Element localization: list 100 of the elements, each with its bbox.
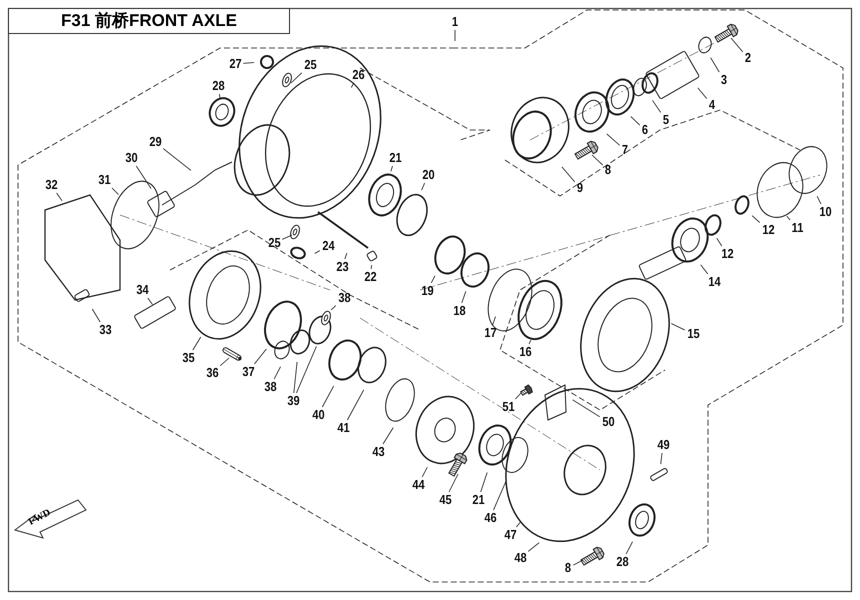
leader-line	[92, 308, 101, 322]
callout-number: 18	[452, 304, 466, 318]
callout-number: 28	[614, 555, 630, 569]
callout-number: 38	[336, 291, 352, 305]
bolt-drawing	[714, 24, 738, 43]
leader-line	[322, 386, 334, 408]
callout-number: 44	[410, 478, 426, 492]
callout-number: 50	[600, 415, 616, 429]
callout-number: 7	[620, 143, 630, 157]
callout-number: 8	[604, 163, 612, 177]
callout-number: 49	[656, 438, 670, 452]
leader-line	[350, 82, 354, 88]
callout-number: 17	[482, 326, 498, 340]
leader-line	[493, 480, 507, 510]
callout-number: 46	[482, 511, 498, 525]
callout-number: 19	[420, 284, 434, 298]
callout-number: 16	[518, 345, 532, 359]
callout-number: 43	[370, 445, 386, 459]
leader-line	[147, 298, 153, 305]
callout-number: 29	[148, 135, 162, 149]
leader-line	[296, 346, 317, 394]
washer-drawing	[321, 310, 331, 326]
callout-number: 5	[662, 113, 670, 127]
leader-line	[314, 250, 320, 254]
callout-number: 2	[744, 51, 752, 65]
leader-line	[242, 62, 255, 64]
leader-line	[220, 358, 230, 366]
leader-line	[430, 275, 436, 284]
callout-number: 8	[564, 561, 572, 575]
leader-line	[293, 362, 298, 394]
callout-number: 11	[790, 221, 804, 235]
direction-label: FWD	[26, 507, 53, 528]
callout-number: 12	[720, 247, 734, 261]
callout-number: 21	[470, 493, 486, 507]
callout-number: 21	[388, 151, 402, 165]
leader-line	[670, 323, 686, 330]
leader-line	[448, 474, 458, 492]
leader-line	[492, 316, 496, 326]
leader-line	[592, 154, 604, 166]
callout-number: 25	[302, 58, 318, 72]
callout-number: 6	[640, 123, 650, 137]
callout-number: 23	[334, 260, 350, 274]
leader-line	[660, 452, 662, 464]
leader-line	[290, 72, 302, 84]
leader-line	[700, 264, 708, 274]
callout-number: 27	[228, 57, 242, 71]
callout-number: 28	[210, 79, 226, 93]
leader-line	[390, 166, 393, 172]
bolt-drawing	[574, 140, 598, 160]
callout-number: 3	[720, 73, 728, 87]
callout-number: 15	[686, 327, 700, 341]
callout-number: 39	[286, 394, 300, 408]
leader-line	[730, 38, 744, 52]
leader-line	[652, 100, 662, 113]
leader-line	[454, 30, 456, 42]
callout-number: 47	[502, 528, 518, 542]
callout-number: 37	[240, 365, 256, 379]
bolt-drawing	[448, 452, 468, 477]
leader-line	[515, 392, 522, 400]
bolt-drawing	[580, 546, 604, 566]
callout-number: 20	[420, 168, 436, 182]
leader-line	[461, 290, 466, 304]
leader-line	[572, 399, 600, 418]
leader-line	[516, 522, 520, 528]
leader-line	[786, 216, 791, 220]
seal-drawing	[208, 97, 236, 127]
callout-number: 31	[96, 173, 112, 187]
screw-drawing	[520, 384, 533, 396]
leader-line	[422, 466, 428, 478]
leader-line	[136, 166, 152, 189]
leader-line	[112, 188, 119, 195]
leader-line	[382, 427, 394, 444]
leader-line	[274, 366, 281, 380]
leader-line	[606, 134, 620, 146]
leader-line	[561, 166, 576, 182]
callout-number: 45	[438, 493, 452, 507]
leader-line	[218, 94, 220, 98]
leader-line	[330, 305, 336, 310]
leader-line	[346, 390, 364, 420]
leader-line	[282, 234, 292, 240]
leader-line	[370, 264, 372, 270]
leader-line	[162, 148, 192, 171]
callout-number: 41	[336, 421, 350, 435]
callout-number: 24	[320, 239, 336, 253]
leader-line	[528, 340, 532, 344]
leader-line	[421, 182, 426, 191]
callout-number: 32	[44, 178, 58, 192]
callout-number: 12	[760, 223, 776, 237]
callout-number: 25	[266, 236, 282, 250]
callout-number: 26	[350, 68, 366, 82]
leader-line	[480, 472, 488, 492]
leader-line	[752, 215, 760, 223]
leader-line	[572, 560, 584, 566]
callout-number: 22	[362, 270, 378, 284]
callout-number: 34	[134, 283, 150, 297]
washer-drawing	[290, 224, 300, 240]
leader-line	[254, 348, 267, 364]
callout-number: 35	[180, 351, 196, 365]
callout-number: 9	[576, 181, 584, 195]
leader-line	[626, 541, 633, 554]
